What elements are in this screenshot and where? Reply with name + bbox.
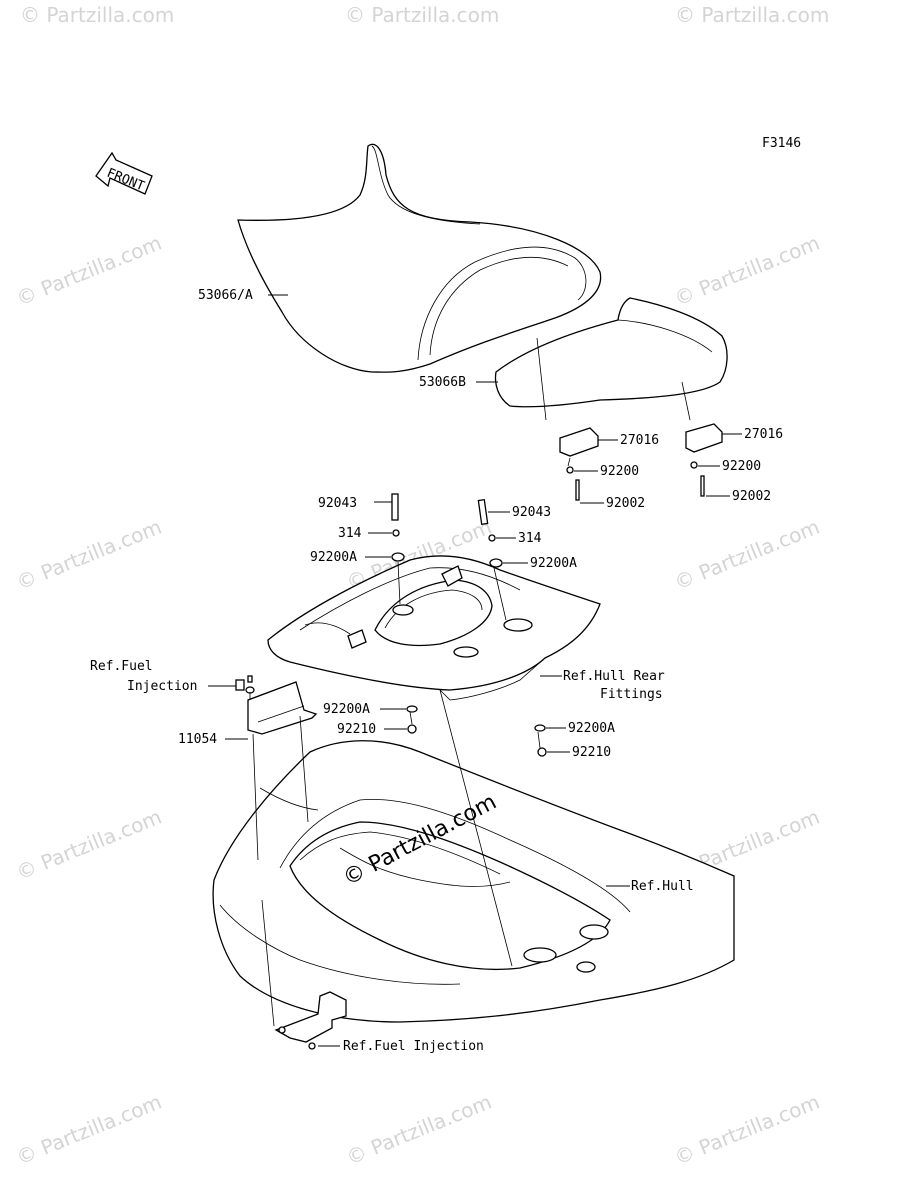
- stopper-left: 27016 92200 92002: [685, 423, 783, 504]
- fuel-injection-ref-top: Ref.Fuel Injection: [90, 659, 255, 694]
- label-92210-left: 92210: [337, 722, 376, 737]
- label-92043-left: 92043: [318, 496, 357, 511]
- label-11054: 11054: [178, 732, 217, 747]
- label-92002-right: 92002: [606, 496, 645, 511]
- label-92200a-upper-left: 92200A: [310, 550, 357, 565]
- watermark: © Partzilla.com: [13, 1090, 165, 1170]
- label-92200-right: 92200: [600, 464, 639, 479]
- label-92002-left: 92002: [732, 489, 771, 504]
- watermark: © Partzilla.com: [675, 3, 829, 27]
- bolt-icon: [700, 475, 705, 497]
- label-53066b: 53066B: [419, 375, 466, 390]
- fastener-group-left: 92043 314 92200A: [310, 493, 405, 565]
- label-92210-right: 92210: [572, 745, 611, 760]
- label-ref-fuel-line2: Injection: [127, 679, 197, 694]
- label-ref-hull-rear-line1: Ref.Hull Rear: [563, 669, 665, 684]
- watermark: © Partzilla.com: [671, 1090, 823, 1170]
- bolt-icon: [477, 498, 489, 526]
- watermark: © Partzilla.com: [13, 515, 165, 595]
- washer-icon: [406, 705, 418, 713]
- washer-icon: [534, 724, 546, 732]
- fastener-lower-right: 92200A 92210: [534, 721, 615, 760]
- fuel-injection-ref-bottom: Ref.Fuel Injection: [274, 991, 484, 1054]
- label-92200-left: 92200: [722, 459, 761, 474]
- guide-lines: [249, 337, 691, 1027]
- nut-icon: [407, 724, 417, 734]
- label-ref-hull: Ref.Hull: [631, 879, 694, 894]
- watermark: © Partzilla.com: [671, 515, 823, 595]
- washer-icon: [566, 466, 574, 474]
- hull-rear-fitting: Ref.Hull Rear Fittings: [267, 555, 665, 702]
- watermark: © Partzilla.com: [13, 805, 165, 885]
- washer-icon: [690, 461, 698, 469]
- bolt-icon: [391, 493, 399, 521]
- label-92200a-lower-right: 92200A: [568, 721, 615, 736]
- stopper-right: 27016 92200 92002: [559, 427, 659, 511]
- label-92200a-lower-left: 92200A: [323, 702, 370, 717]
- label-ref-fuel-bottom: Ref.Fuel Injection: [343, 1039, 484, 1054]
- watermark: © Partzilla.com: [13, 231, 165, 311]
- label-314-right: 314: [518, 531, 542, 546]
- fastener-group-right: 92043 314 92200A: [477, 498, 577, 571]
- label-53066-a: 53066/A: [198, 288, 253, 303]
- label-92200a-upper-right: 92200A: [530, 556, 577, 571]
- label-ref-fuel-line1: Ref.Fuel: [90, 659, 153, 674]
- washer-icon: [489, 558, 503, 568]
- label-27016-left: 27016: [744, 427, 783, 442]
- rear-seat: 53066B: [419, 297, 728, 408]
- nut-icon: [392, 529, 400, 537]
- watermark: © Partzilla.com: [20, 3, 174, 27]
- front-arrow-icon: FRONT: [95, 151, 153, 195]
- front-seat: 53066/A: [198, 143, 602, 373]
- washer-icon: [391, 552, 405, 562]
- label-27016-right: 27016: [620, 433, 659, 448]
- figure-code: F3146: [762, 136, 801, 151]
- label-ref-hull-rear-line2: Fittings: [600, 687, 663, 702]
- watermark: © Partzilla.com: [345, 3, 499, 27]
- nut-icon: [488, 534, 496, 542]
- label-92043-right: 92043: [512, 505, 551, 520]
- watermark: © Partzilla.com: [343, 1090, 495, 1170]
- nut-icon: [537, 747, 547, 757]
- bolt-icon: [575, 479, 580, 501]
- fastener-lower-left: 92200A 92210: [323, 702, 418, 737]
- bracket-11054: 11054: [178, 681, 318, 747]
- watermark: © Partzilla.com: [671, 231, 823, 311]
- label-314-left: 314: [338, 526, 362, 541]
- hull: Ref.Hull: [212, 740, 735, 1023]
